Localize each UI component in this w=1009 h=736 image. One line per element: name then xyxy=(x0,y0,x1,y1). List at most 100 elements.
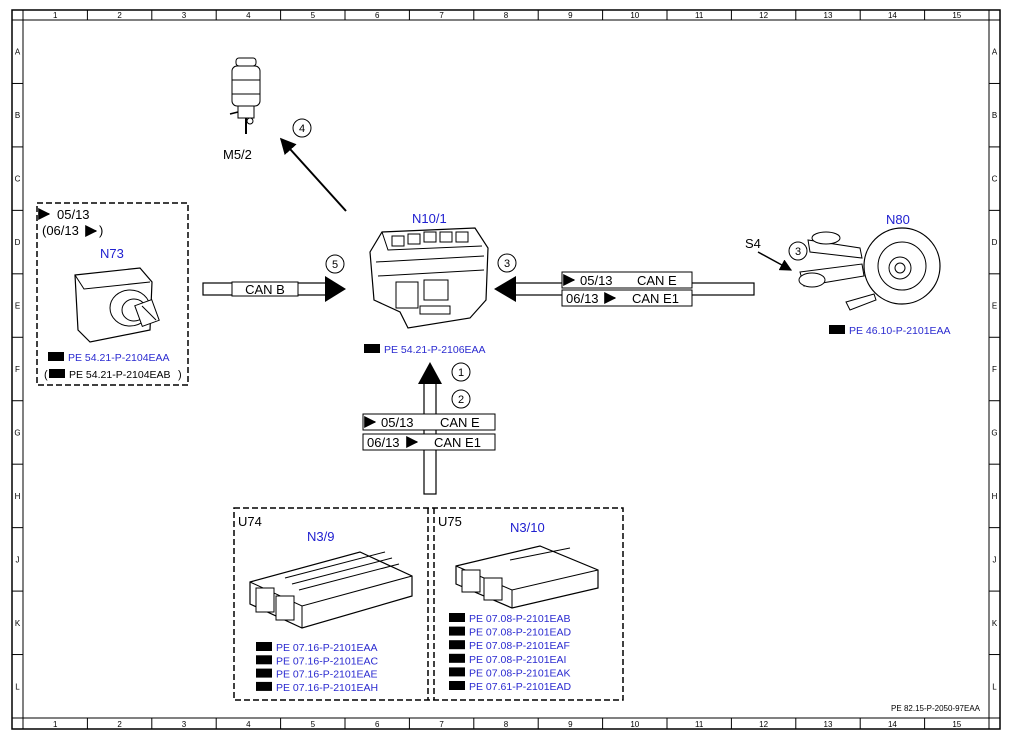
svg-text:PE 46.10-P-2101EAA: PE 46.10-P-2101EAA xyxy=(849,325,951,337)
grid-row-label: G xyxy=(991,428,997,437)
svg-text:3: 3 xyxy=(795,246,801,258)
grid-row-label: A xyxy=(992,48,998,57)
reference-hand-icon xyxy=(49,369,65,378)
grid-column-label: 3 xyxy=(182,11,187,20)
svg-text:1: 1 xyxy=(458,367,464,379)
washer-pump-icon xyxy=(229,57,261,134)
grid-row-label: K xyxy=(15,619,21,628)
grid-column-label: 4 xyxy=(246,11,251,20)
s4-arrow xyxy=(757,251,793,271)
n73-dashed-box xyxy=(36,202,189,386)
n101-component: N10/1 PE 54.21-P-2106EAA xyxy=(364,211,489,356)
grid-column-label: 7 xyxy=(439,720,444,729)
reference-hand-icon xyxy=(256,655,272,665)
grid-column-label: 2 xyxy=(117,11,122,20)
n101-label: N10/1 xyxy=(412,211,447,226)
reference-hand-icon xyxy=(449,681,465,690)
sam-module-icon xyxy=(369,227,489,329)
svg-text:CAN E: CAN E xyxy=(440,415,480,430)
circle-1 xyxy=(451,362,471,382)
grid-column-label: 5 xyxy=(311,11,316,20)
reference-link[interactable]: PE 07.08-P-2101EAI xyxy=(469,654,566,666)
grid-column-label: 12 xyxy=(759,11,768,20)
m52-label: M5/2 xyxy=(223,147,252,162)
reference-hand-icon xyxy=(449,653,465,663)
grid-column-label: 13 xyxy=(824,720,833,729)
grid-column-label: 11 xyxy=(695,720,704,729)
n310-label: N3/10 xyxy=(510,520,545,535)
steering-column-module-icon xyxy=(798,227,941,311)
grid-column-label: 8 xyxy=(504,11,509,20)
outer-frame xyxy=(11,9,1001,730)
grid-row-label: D xyxy=(992,238,998,247)
svg-text:CAN E1: CAN E1 xyxy=(434,435,481,450)
svg-text:(06/13: (06/13 xyxy=(42,223,79,238)
reference-link[interactable]: PE 07.08-P-2101EAD xyxy=(469,627,572,639)
grid-row-label: K xyxy=(992,619,998,628)
grid-row-label: L xyxy=(15,682,20,691)
grid-labels: 1122334455667788991010111112121313141415… xyxy=(14,11,997,729)
grid-row-label: E xyxy=(15,302,20,311)
n39-label: N3/9 xyxy=(307,529,334,544)
grid-column-label: 15 xyxy=(952,11,961,20)
drawing-number: PE 82.15-P-2050-97EAA xyxy=(891,704,981,713)
svg-text:CAN E: CAN E xyxy=(637,273,677,288)
svg-text:2: 2 xyxy=(458,394,464,406)
reference-link[interactable]: PE 07.08-P-2101EAF xyxy=(469,640,570,652)
svg-text:06/13: 06/13 xyxy=(367,435,400,450)
svg-text:PE 54.21-P-2106EAA: PE 54.21-P-2106EAA xyxy=(384,344,486,356)
svg-text:06/13: 06/13 xyxy=(566,291,599,306)
grid-column-label: 1 xyxy=(53,720,58,729)
svg-text:(: ( xyxy=(44,369,48,381)
svg-text:05/13: 05/13 xyxy=(580,273,613,288)
u74-label: U74 xyxy=(238,514,262,529)
grid-column-label: 5 xyxy=(311,720,316,729)
reference-link[interactable]: PE 07.08-P-2101EAK xyxy=(469,667,571,679)
reference-link[interactable]: PE 07.16-P-2101EAC xyxy=(276,655,379,667)
reference-link[interactable]: PE 07.61-P-2101EAD xyxy=(469,681,572,693)
grid-column-label: 15 xyxy=(952,720,961,729)
n101-ref: PE 54.21-P-2106EAA xyxy=(364,344,486,356)
svg-text:): ) xyxy=(99,223,103,238)
grid-ticks xyxy=(12,10,1000,729)
reference-link[interactable]: PE 07.16-P-2101EAA xyxy=(276,642,378,654)
circle-3-n80 xyxy=(788,241,808,261)
m52-component: M5/2 4 xyxy=(223,57,347,212)
n73-label: N73 xyxy=(100,246,124,261)
grid-row-label: J xyxy=(993,555,997,564)
reference-link[interactable]: PE 07.08-P-2101EAB xyxy=(469,613,571,625)
n80-label: N80 xyxy=(886,212,910,227)
grid-column-label: 3 xyxy=(182,720,187,729)
svg-text:CAN E1: CAN E1 xyxy=(632,291,679,306)
circle-4 xyxy=(292,118,312,138)
circle-3 xyxy=(497,253,517,273)
grid-row-label: B xyxy=(992,111,997,120)
svg-text:PE 54.21-P-2104EAB: PE 54.21-P-2104EAB xyxy=(69,369,171,381)
svg-text:): ) xyxy=(178,369,182,381)
grid-row-label: G xyxy=(14,428,20,437)
ecu-n310-icon xyxy=(455,545,599,609)
circle-5 xyxy=(325,254,345,274)
grid-column-label: 6 xyxy=(375,11,380,20)
reference-hand-icon xyxy=(256,681,272,691)
grid-row-label: B xyxy=(15,111,20,120)
s4-label: S4 xyxy=(745,236,761,251)
grid-column-label: 12 xyxy=(759,720,768,729)
grid-column-label: 2 xyxy=(117,720,122,729)
grid-row-label: H xyxy=(992,492,998,501)
reference-hand-icon xyxy=(364,344,380,353)
svg-text:05/13: 05/13 xyxy=(381,415,414,430)
grid-column-label: 4 xyxy=(246,720,251,729)
grid-column-label: 9 xyxy=(568,720,573,729)
grid-row-label: A xyxy=(15,48,21,57)
svg-text:3: 3 xyxy=(504,258,510,270)
reference-link[interactable]: PE 07.16-P-2101EAH xyxy=(276,682,378,694)
grid-row-label: F xyxy=(992,365,997,374)
reference-link[interactable]: PE 07.16-P-2101EAE xyxy=(276,669,378,681)
right-can-bus: 05/13 CAN E 06/13 CAN E1 3 xyxy=(494,253,755,307)
grid-row-label: D xyxy=(15,238,21,247)
can-b-label: CAN B xyxy=(245,282,285,297)
inner-frame xyxy=(22,19,990,719)
